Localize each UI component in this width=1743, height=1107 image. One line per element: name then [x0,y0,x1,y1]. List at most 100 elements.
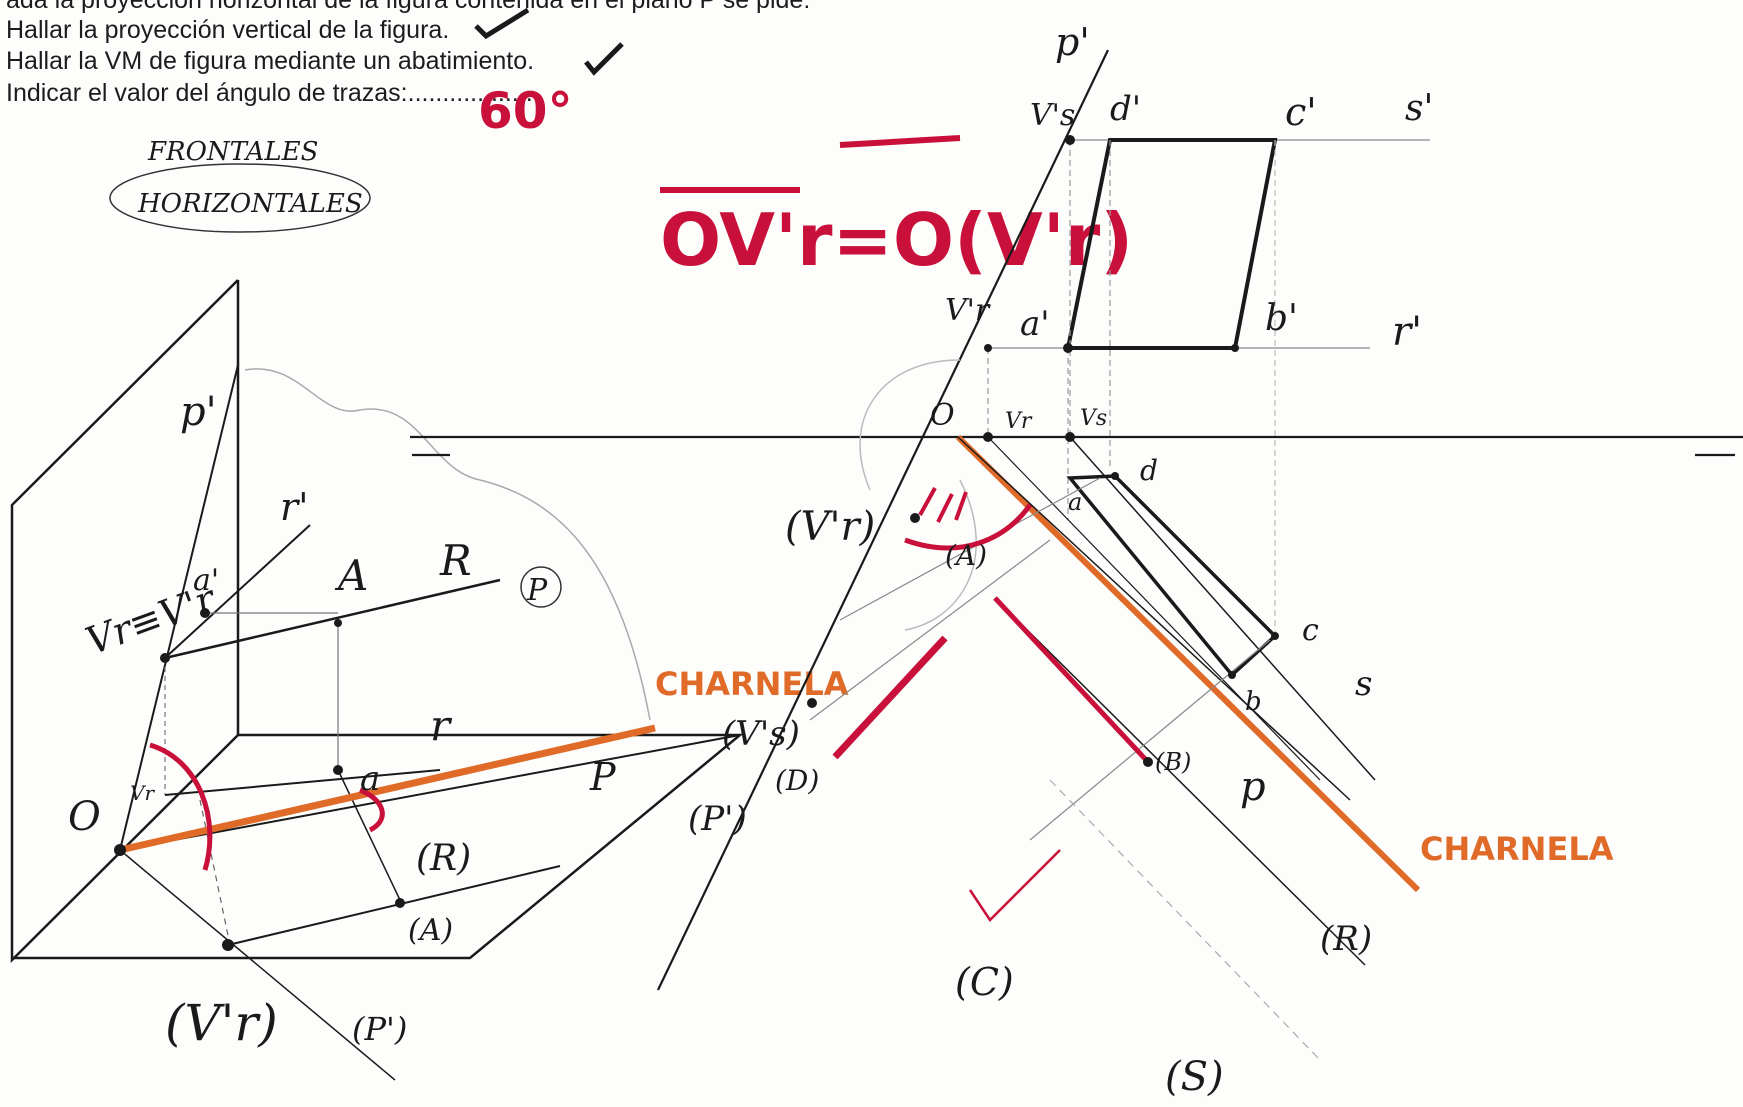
label-vr: Vr [130,781,155,805]
label-A-abatted: (A) [945,539,987,572]
label-R-abatted: (R) [1320,919,1372,959]
label-r: r [430,701,453,750]
compass-arc [859,359,961,491]
label-p: p [1240,764,1266,810]
line-r [987,436,1321,781]
label-c: c [1302,613,1319,648]
label-A: A [334,551,368,600]
compass-arc [904,479,977,631]
point-vs [1065,432,1075,442]
construction-dashed [199,799,231,946]
label-P1-abatted: (P') [688,799,747,839]
label-c1: c' [1285,90,1317,134]
trace-p1-abatted [119,849,396,1081]
label-charnela-right: CHARNELA [1420,830,1614,868]
point-c [1271,632,1279,640]
label-R: R [439,536,472,585]
point-A [334,619,342,627]
label-R-abatted: (R) [416,838,471,879]
label-a1: a' [1020,304,1050,344]
point-a1 [200,608,210,618]
label-vs1: V's [1030,98,1075,133]
label-B-abatted: (B) [1155,748,1191,776]
right-angle-mark [358,787,385,833]
label-A-abatted: (A) [408,913,453,948]
trace-p1 [657,49,1109,991]
label-C-abatted: (C) [955,960,1014,1004]
check-mark-icon [968,849,1061,922]
instruction-3: Indicar el valor del ángulo de trazas:..… [6,79,533,107]
formula-overline [839,135,961,148]
angle-answer: 60° [478,82,573,140]
label-D-abatted: (D) [775,764,819,797]
point-vr1 [160,653,170,663]
plane-circle [520,566,562,608]
vertical-plane [10,279,240,964]
line-R-abatted [227,865,561,946]
point-O [114,844,126,856]
label-charnela-left: CHARNELA [655,665,849,703]
label-P: P [589,755,617,799]
rotation-arc [149,742,213,871]
label-p1: p' [1055,20,1090,64]
point-vr1 [984,344,992,352]
label-s: s [1355,664,1372,704]
trace-p1 [119,364,239,851]
instruction-1: Hallar la proyección vertical de la figu… [6,16,450,44]
figure-abatted-side [832,635,948,760]
label-O: O [68,794,101,840]
line-r1 [164,524,311,659]
label-Vs-abatted: (V's) [722,714,800,754]
instruction-intro: ada la proyección horizontal de la figur… [6,0,811,14]
point-B-abatted [1143,757,1153,767]
label-a1: a' [193,563,219,598]
angle-arc [904,503,1033,551]
note-frontales: FRONTALES [147,137,318,167]
label-b: b [1245,687,1262,717]
label-Vr-abatted: (V'r) [165,994,278,1052]
label-r1: r' [280,485,309,529]
label-vr1: V'r [945,293,991,328]
line-r [164,769,441,796]
point-A-abatted [395,898,405,908]
line-R [164,578,501,660]
label-vr: Vr [1005,409,1033,434]
label-a: a [1068,488,1082,516]
label-r1: r' [1392,309,1422,355]
point-vr [983,432,993,442]
construction-line [1029,639,1271,841]
trace-p [957,436,1351,801]
point-d [1111,472,1119,480]
trace-p [119,734,741,851]
perspective-view: p' r' a' Vr≡V'r A R P r a P Vr O (R) (A)… [10,279,849,1081]
label-P-circ: P [526,573,548,608]
label-S-abatted: (S) [1165,1054,1224,1100]
note-oval [109,163,371,233]
point-vs1 [1065,135,1075,145]
point-Vr-abatted [910,513,920,523]
point-Vs-abatted [807,698,817,708]
label-P1-abatted: (P') [352,1010,407,1048]
label-s1: s' [1405,88,1433,129]
line-R-abatted [994,597,1366,966]
formula-text: OV'r=O(V'r) [660,198,1133,282]
point-b1 [1231,344,1239,352]
construction-dashed [1049,779,1321,1061]
point-Vr-abatted [222,939,234,951]
point-b [1228,671,1236,679]
point-a1 [1063,343,1073,353]
angle-hatching [918,487,968,523]
label-vs: Vs [1080,406,1107,431]
label-d1: d' [1110,89,1141,129]
rotation-arc-thin [244,368,651,721]
charnela-line [955,434,1421,893]
label-Vr-abatted: (V'r) [785,504,875,550]
point-a [333,765,343,775]
line-s [1069,436,1376,781]
figure-abatted-side [993,596,1150,764]
projection-view: p' V's d' c' s' V'r a' b' r' O Vr Vs a d… [410,20,1743,1100]
label-O: O [930,398,955,433]
check-mark-icon [474,7,530,40]
